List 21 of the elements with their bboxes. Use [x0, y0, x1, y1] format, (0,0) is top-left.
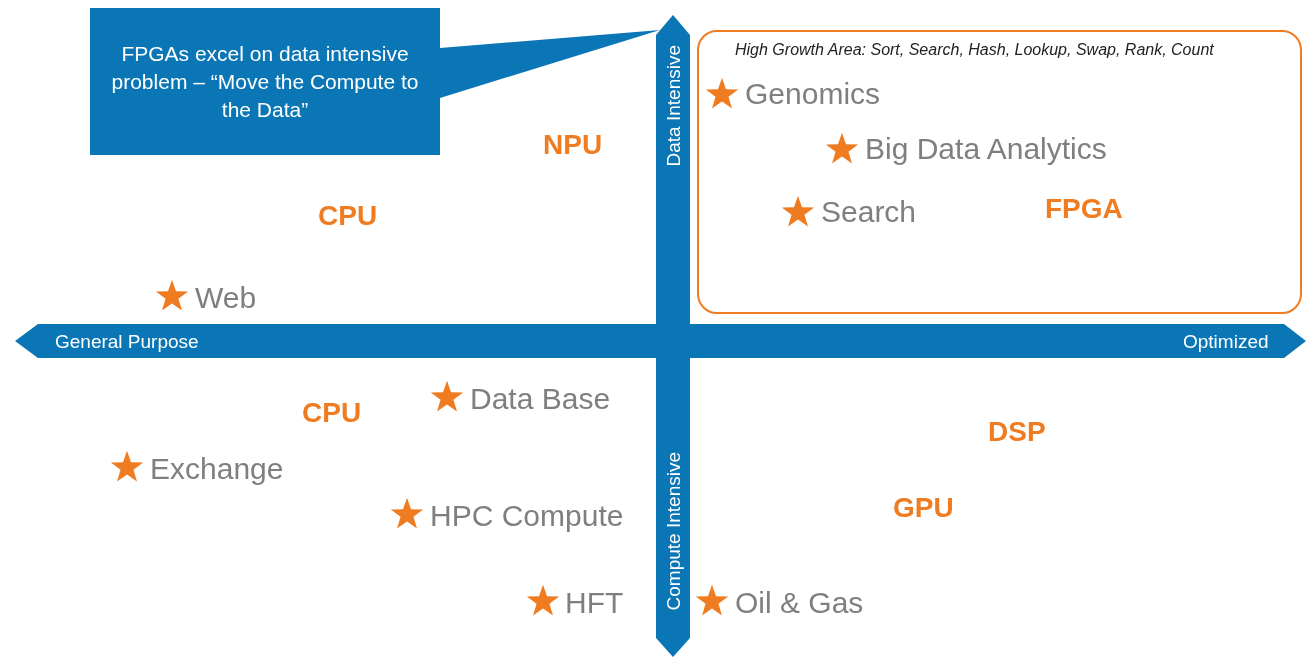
item-label: Exchange: [150, 454, 284, 484]
item-label: Search: [821, 197, 917, 227]
item-label: HFT: [565, 588, 624, 618]
item-label: HPC Compute: [430, 501, 624, 531]
axis-label: Compute Intensive: [664, 452, 683, 611]
category-label: DSP: [988, 418, 1046, 446]
axis-label: Optimized: [1183, 332, 1269, 351]
category-label: GPU: [893, 494, 954, 522]
category-label: NPU: [543, 131, 603, 159]
category-label: CPU: [302, 399, 362, 427]
region-heading: High Growth Area: Sort, Search, Hash, Lookup, Swap, Rank, Count: [735, 41, 1214, 59]
item-label: Big Data Analytics: [865, 134, 1107, 164]
category-label: FPGA: [1045, 193, 1123, 224]
axis-label: Data Intensive: [664, 45, 683, 167]
axis-label: General Purpose: [55, 332, 199, 351]
item-label: Data Base: [470, 384, 611, 414]
category-label: CPU: [318, 202, 378, 230]
callout-text: FPGAs excel on data intensive problem – “Move the Compute to the Data”: [110, 41, 420, 123]
item-label: Oil & Gas: [735, 588, 864, 618]
item-label: Genomics: [745, 79, 881, 109]
item-label: Web: [195, 283, 257, 313]
